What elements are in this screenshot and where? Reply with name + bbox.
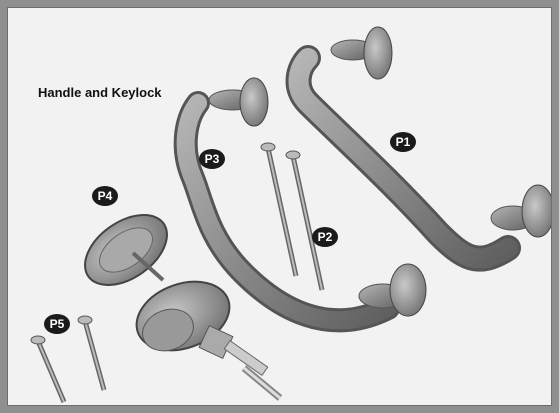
part-label-p3: P3 bbox=[199, 149, 225, 169]
part-label-p2: P2 bbox=[312, 227, 338, 247]
page-title: Handle and Keylock bbox=[38, 85, 162, 100]
part-label-p5: P5 bbox=[44, 314, 70, 334]
handle-p1 bbox=[299, 27, 552, 259]
part-label-p4: P4 bbox=[92, 186, 118, 206]
illustration-panel: Handle and Keylock P1 P2 P3 P4 P5 bbox=[7, 7, 552, 406]
part-label-p1: P1 bbox=[390, 132, 416, 152]
hardware-illustration bbox=[8, 8, 552, 406]
keylock-p4 bbox=[72, 201, 280, 398]
screws-p2 bbox=[261, 143, 322, 290]
